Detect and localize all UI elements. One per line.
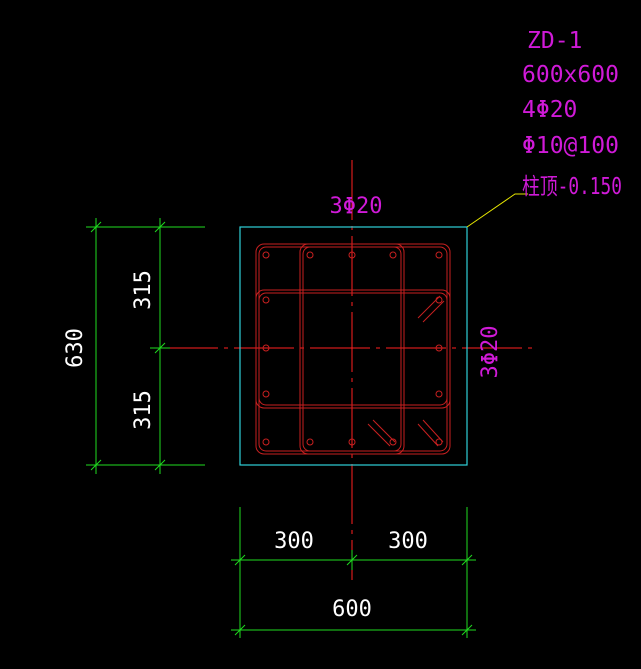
tick <box>154 342 166 354</box>
rebars <box>262 251 443 446</box>
rebar <box>435 438 443 446</box>
tick <box>154 221 166 233</box>
stirrups <box>255 243 451 455</box>
dim-left-lower: 315 <box>131 390 156 430</box>
column-outline <box>239 226 468 466</box>
rebar <box>389 438 397 446</box>
tick <box>461 624 473 636</box>
right-side-bars-label: 3Φ20 <box>478 326 503 379</box>
leader-line <box>466 193 528 228</box>
rebar <box>262 390 270 398</box>
inner-horizontal-hoop <box>255 289 451 409</box>
rebar <box>262 251 270 259</box>
dim-bottom-total: 600 <box>332 597 372 622</box>
rebar <box>348 438 356 446</box>
dim-left-upper: 315 <box>131 270 156 310</box>
rebar <box>389 251 397 259</box>
stirrup-spec: Φ10@100 <box>522 133 619 159</box>
top-side-bars-label: 3Φ20 <box>330 194 383 219</box>
outer-hoop <box>255 243 451 455</box>
rebar <box>262 438 270 446</box>
tick <box>461 554 473 566</box>
top-level: 柱顶-0.150 <box>522 174 622 200</box>
tick <box>90 221 102 233</box>
rebar <box>262 296 270 304</box>
left-dimensions <box>86 218 205 474</box>
dim-left-total: 630 <box>63 328 88 368</box>
hook <box>417 423 439 447</box>
inner-vertical-hoop <box>299 243 405 455</box>
corner-bars: 4Φ20 <box>522 97 577 123</box>
center-lines <box>158 160 536 580</box>
dimension-text: 315 315 630 300 300 600 <box>63 270 428 622</box>
rebar <box>306 251 314 259</box>
hook <box>422 300 445 323</box>
rebar <box>262 344 270 352</box>
column-size: 600x600 <box>522 62 619 88</box>
hook <box>422 419 444 443</box>
column-annotation: ZD-1 600x600 4Φ20 Φ10@100 柱顶-0.150 <box>522 28 622 200</box>
dim-bottom-right: 300 <box>388 529 428 554</box>
rebar <box>435 251 443 259</box>
rebar <box>435 296 443 304</box>
bottom-dimensions <box>231 507 476 638</box>
dim-bottom-left: 300 <box>274 529 314 554</box>
tick <box>234 624 246 636</box>
tick <box>154 459 166 471</box>
side-bar-labels: 3Φ20 3Φ20 <box>330 194 503 378</box>
inner-horizontal-hoop-inner <box>258 292 448 406</box>
rebar <box>306 438 314 446</box>
tick <box>346 554 358 566</box>
tick <box>234 554 246 566</box>
hook <box>372 419 396 443</box>
hook <box>367 423 391 447</box>
column-id: ZD-1 <box>527 28 582 54</box>
rebar <box>435 390 443 398</box>
inner-vertical-hoop-inner <box>302 246 402 452</box>
rebar <box>348 251 356 259</box>
outer-hoop-inner <box>258 246 448 452</box>
tick <box>90 459 102 471</box>
hook <box>417 295 441 319</box>
rebar <box>435 344 443 352</box>
